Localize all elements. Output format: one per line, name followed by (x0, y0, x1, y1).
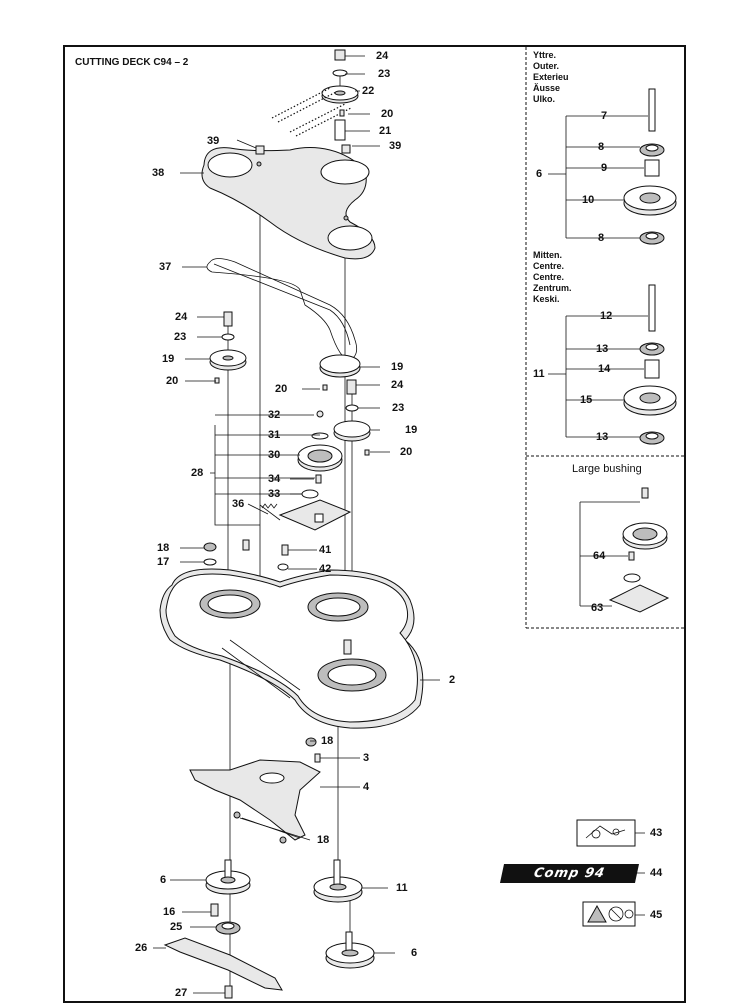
callout-20: 20 (400, 446, 413, 458)
callout-45: 45 (650, 909, 663, 921)
callout-24: 24 (175, 311, 188, 323)
callout-15: 15 (580, 394, 593, 406)
callout-6: 6 (536, 168, 543, 180)
caption-line: Äusse (533, 83, 561, 93)
callout-38: 38 (152, 167, 165, 179)
callout-2: 2 (449, 674, 456, 686)
callout-32: 32 (268, 409, 281, 421)
caption-line: Yttre. (533, 50, 557, 60)
callout-27: 27 (175, 987, 188, 999)
caption-line: Centre. (533, 272, 565, 282)
callout-16: 16 (163, 906, 176, 918)
page-title: CUTTING DECK C94 – 2 (75, 57, 189, 68)
center-spindle-caption: Mitten. Centre. Centre. Zentrum. Keski. (533, 250, 572, 305)
callout-4: 4 (363, 781, 370, 793)
callout-20: 20 (166, 375, 179, 387)
callout-3: 3 (363, 752, 370, 764)
callout-17: 17 (157, 556, 170, 568)
callout-64: 64 (593, 550, 606, 562)
caption-line: Keski. (533, 294, 560, 304)
callout-8: 8 (598, 141, 605, 153)
callout-21: 21 (379, 125, 392, 137)
callout-7: 7 (601, 110, 608, 122)
callout-43: 43 (650, 827, 663, 839)
caption-line: Exterieu (533, 72, 569, 82)
comp-94-decal: Comp 94 (499, 864, 640, 883)
callout-30: 30 (268, 449, 281, 461)
large-bushing-caption: Large bushing (572, 463, 642, 475)
callout-18: 18 (157, 542, 170, 554)
outer-spindle-caption: Yttre. Outer. Exterieu Äusse Ulko. (533, 50, 569, 105)
callout-33: 33 (268, 488, 281, 500)
callout-24: 24 (376, 50, 389, 62)
callout-26: 26 (135, 942, 148, 954)
caption-line: Ulko. (533, 94, 556, 104)
callout-13: 13 (596, 431, 609, 443)
callout-20: 20 (275, 383, 288, 395)
callout-28: 28 (191, 467, 204, 479)
callout-25: 25 (170, 921, 183, 933)
callout-31: 31 (268, 429, 281, 441)
callout-19: 19 (162, 353, 175, 365)
callout-37: 37 (159, 261, 172, 273)
callout-9: 9 (601, 162, 608, 174)
callout-6: 6 (160, 874, 167, 886)
callout-42: 42 (319, 563, 332, 575)
callout-23: 23 (392, 402, 405, 414)
callout-18: 18 (321, 735, 334, 747)
callout-11: 11 (533, 368, 545, 380)
caption-line: Outer. (533, 61, 560, 71)
callout-6: 6 (411, 947, 418, 959)
callout-23: 23 (378, 68, 391, 80)
callout-14: 14 (598, 363, 611, 375)
callout-22: 22 (362, 85, 375, 97)
callout-10: 10 (582, 194, 595, 206)
callout-20: 20 (381, 108, 394, 120)
callout-18: 18 (317, 834, 330, 846)
callout-41: 41 (319, 544, 332, 556)
diagram-frame (63, 45, 686, 1003)
callout-12: 12 (600, 310, 613, 322)
callout-44: 44 (650, 867, 663, 879)
callout-8: 8 (598, 232, 605, 244)
caption-line: Centre. (533, 261, 565, 271)
callout-39: 39 (207, 135, 220, 147)
callout-39: 39 (389, 140, 402, 152)
callout-11: 11 (396, 882, 408, 894)
callout-34: 34 (268, 473, 281, 485)
callout-36: 36 (232, 498, 245, 510)
caption-line: Mitten. (533, 250, 562, 260)
caption-line: Zentrum. (533, 283, 572, 293)
callout-13: 13 (596, 343, 609, 355)
callout-19: 19 (405, 424, 418, 436)
callout-19: 19 (391, 361, 404, 373)
callout-24: 24 (391, 379, 404, 391)
callout-23: 23 (174, 331, 187, 343)
callout-63: 63 (591, 602, 604, 614)
